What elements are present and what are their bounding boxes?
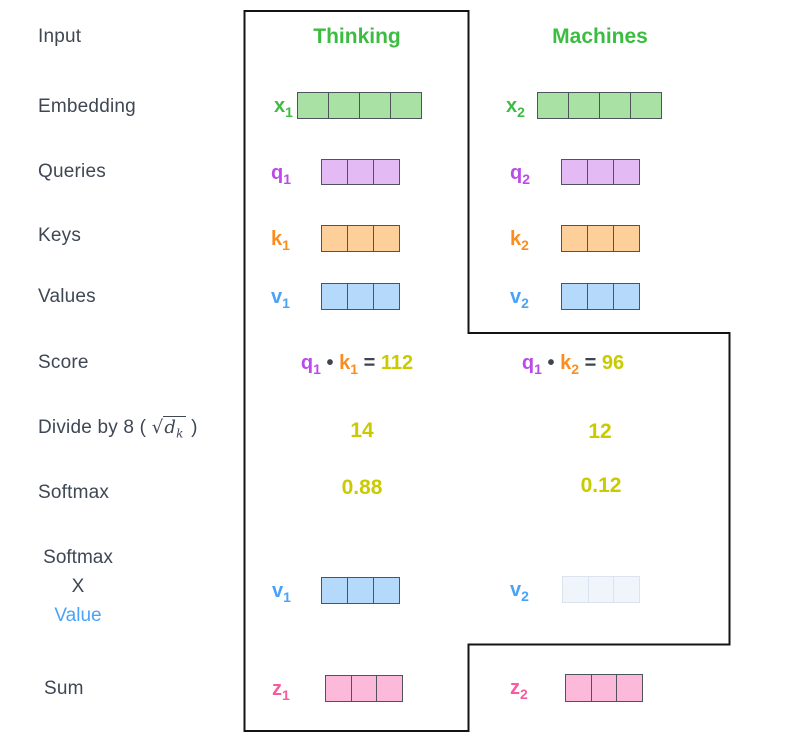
dot-operator: • [547, 352, 555, 374]
row-label-values: Values [38, 286, 96, 307]
vector-cell [298, 93, 328, 118]
vector-label-v1: v1 [271, 286, 290, 311]
divide-value-machines: 12 [588, 420, 612, 443]
vector-v1-weighted [321, 577, 400, 604]
vector-v2 [561, 283, 640, 310]
vector-cell [322, 226, 347, 251]
vector-cell [538, 93, 568, 118]
vector-cell [326, 676, 351, 701]
vector-x1 [297, 92, 422, 119]
vector-cell [376, 676, 402, 701]
vector-label-x1: x1 [274, 95, 293, 120]
dot-operator: • [326, 352, 334, 374]
vector-k1 [321, 225, 400, 252]
score-value-thinking: 112 [380, 352, 414, 374]
vector-cell [587, 577, 614, 602]
vector-cell [322, 160, 347, 184]
divide-value-thinking: 14 [350, 419, 374, 442]
row-label-softmax: Softmax [38, 482, 110, 503]
vector-cell [373, 284, 399, 309]
vector-cell [613, 226, 639, 251]
vector-cell [613, 577, 639, 602]
vector-cell [328, 93, 359, 118]
row-label-input: Input [38, 26, 82, 47]
column-header-thinking: Thinking [313, 25, 401, 48]
vector-label-k2: k2 [510, 228, 529, 253]
vector-cell [630, 93, 661, 118]
vector-cell [347, 578, 373, 603]
vector-cell [347, 160, 373, 184]
vector-label-v2-weighted: v2 [510, 579, 529, 604]
vector-label-v2: v2 [510, 286, 529, 311]
vector-cell [350, 676, 377, 701]
vector-v1 [321, 283, 400, 310]
vector-z1 [325, 675, 403, 702]
vector-cell [373, 226, 399, 251]
softmax-x-line1: Softmax [43, 547, 113, 568]
column-header-machines: Machines [552, 25, 648, 48]
row-label-softmax-x-value: Softmax X Value [30, 543, 126, 630]
vector-q2 [561, 159, 640, 185]
vector-k2 [561, 225, 640, 252]
vector-cell [373, 160, 399, 184]
score-machines: q1 • k2 = 96 [521, 352, 625, 377]
vector-cell [322, 578, 347, 603]
vector-cell [566, 675, 591, 701]
vector-cell [322, 284, 347, 309]
vector-label-x2: x2 [506, 95, 525, 120]
softmax-x-line3: Value [54, 605, 102, 626]
vector-cell [568, 93, 599, 118]
vector-cell [599, 93, 630, 118]
equals-sign: = [584, 352, 597, 374]
row-label-keys: Keys [38, 225, 82, 246]
softmax-value-thinking: 0.88 [341, 476, 383, 499]
vector-cell [613, 284, 639, 309]
vector-cell [613, 160, 639, 184]
vector-label-q1: q1 [271, 162, 292, 187]
vector-cell [590, 675, 617, 701]
equals-sign: = [363, 352, 376, 374]
softmax-x-line2: X [71, 576, 85, 597]
row-label-queries: Queries [38, 161, 106, 182]
score-value-machines: 96 [601, 352, 625, 374]
vector-cell [563, 577, 588, 602]
divide-suffix: ) [191, 417, 198, 438]
sqrt-dk-formula: √dk [151, 416, 186, 441]
vector-v2-weighted-faded [562, 576, 640, 603]
vector-x2 [537, 92, 662, 119]
vector-cell [390, 93, 421, 118]
score-thinking: q1 • k1 = 112 [300, 352, 414, 377]
vector-cell [562, 226, 587, 251]
row-label-sum: Sum [44, 678, 84, 699]
vector-label-k1: k1 [271, 228, 290, 253]
vector-cell [587, 284, 613, 309]
vector-z2 [565, 674, 643, 702]
vector-label-v1-weighted: v1 [272, 580, 291, 605]
softmax-value-machines: 0.12 [580, 474, 622, 497]
vector-cell [347, 226, 373, 251]
vector-cell [616, 675, 642, 701]
vector-q1 [321, 159, 400, 185]
vector-cell [347, 284, 373, 309]
row-label-score: Score [38, 352, 89, 373]
vector-cell [359, 93, 390, 118]
vector-label-z2: z2 [510, 677, 528, 702]
divide-prefix: Divide by 8 ( [38, 417, 147, 438]
vector-cell [562, 284, 587, 309]
vector-label-z1: z1 [272, 678, 290, 703]
vector-cell [373, 578, 399, 603]
row-label-divide: Divide by 8 ( √dk ) [38, 416, 198, 446]
vector-cell [562, 160, 587, 184]
row-label-embedding: Embedding [38, 96, 136, 117]
vector-cell [587, 226, 613, 251]
vector-label-q2: q2 [510, 162, 531, 187]
vector-cell [587, 160, 613, 184]
